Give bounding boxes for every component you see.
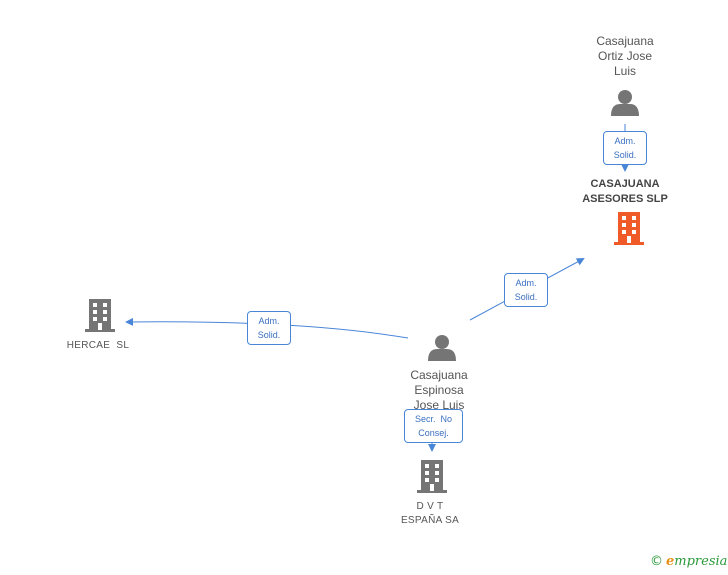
- building-icon[interactable]: [85, 299, 115, 332]
- node-label-dvt[interactable]: D V T ESPAÑA SA: [400, 501, 460, 526]
- edge-label-espinosa-dvt[interactable]: Secr. No Consej.: [404, 409, 463, 443]
- node-label-ortiz[interactable]: Casajuana Ortiz Jose Luis: [596, 34, 654, 78]
- building-icon[interactable]: [614, 212, 644, 245]
- building-icon[interactable]: [417, 460, 447, 493]
- brand-logo[interactable]: ©empresia: [650, 554, 728, 569]
- edge-label-ortiz-asesores[interactable]: Adm. Solid.: [603, 131, 647, 165]
- node-label-espinosa[interactable]: Casajuana Espinosa Jose Luis: [410, 368, 468, 412]
- copyright-icon: ©: [650, 554, 663, 569]
- edge-label-espinosa-asesores[interactable]: Adm. Solid.: [504, 273, 548, 307]
- person-icon[interactable]: [428, 335, 456, 361]
- person-icon[interactable]: [611, 90, 639, 116]
- edge-label-espinosa-hercae[interactable]: Adm. Solid.: [247, 311, 291, 345]
- node-label-hercae[interactable]: HERCAE SL: [66, 340, 130, 351]
- node-label-asesores[interactable]: CASAJUANA ASESORES SLP: [582, 178, 668, 205]
